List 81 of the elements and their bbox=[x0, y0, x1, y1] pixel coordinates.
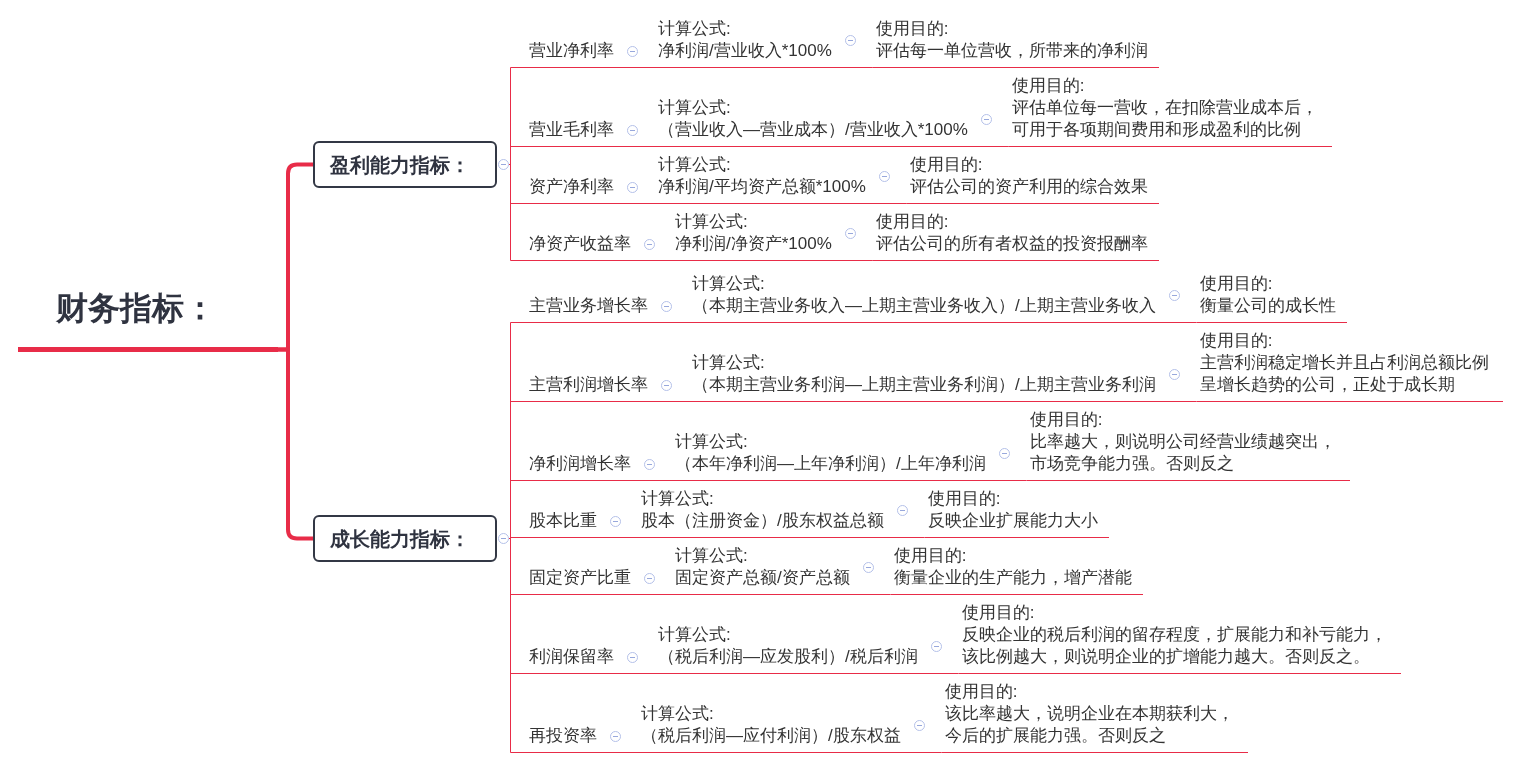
purpose-heading: 使用目的: bbox=[927, 488, 1002, 510]
indicator-name: 固定资产比重 bbox=[529, 567, 631, 589]
branch-topic: 成长能力指标： bbox=[313, 515, 497, 562]
connector-line bbox=[1158, 322, 1198, 323]
formula-heading: 计算公式: bbox=[658, 154, 732, 176]
formula-heading: 计算公式: bbox=[692, 273, 766, 295]
purpose-heading: 使用目的: bbox=[875, 211, 950, 233]
connector-line bbox=[886, 537, 926, 538]
purpose-text: 评估单位每一营收，在扣除营业成本后，可用于各项期间费用和形成盈利的比例 bbox=[1011, 97, 1319, 141]
indicator-name: 资产净利率 bbox=[529, 176, 614, 198]
indicator-name: 营业毛利率 bbox=[529, 119, 614, 141]
connector-line bbox=[633, 260, 673, 261]
purpose-text: 评估公司的资产利用的综合效果 bbox=[909, 176, 1148, 198]
purpose-heading: 使用目的: bbox=[893, 545, 968, 567]
connector-line bbox=[616, 203, 656, 204]
connector-line bbox=[988, 480, 1028, 481]
purpose-text: 评估公司的所有者权益的投资报酬率 bbox=[875, 233, 1148, 255]
connector-line bbox=[970, 146, 1010, 147]
formula-text: 净利润/平均资产总额*100% bbox=[658, 176, 866, 198]
purpose-heading: 使用目的: bbox=[1011, 75, 1086, 97]
purpose-heading: 使用目的: bbox=[1199, 330, 1274, 352]
formula-text: （营业收入—营业成本）/营业收入*100% bbox=[658, 119, 968, 141]
connector-line bbox=[633, 594, 673, 595]
formula-text: （税后利润—应发股利）/税后利润 bbox=[658, 646, 918, 668]
formula-text: 固定资产总额/资产总额 bbox=[675, 567, 850, 589]
purpose-heading: 使用目的: bbox=[909, 154, 984, 176]
formula-heading: 计算公式: bbox=[658, 18, 732, 40]
formula-text: （本年净利润—上年净利润）/上年净利润 bbox=[675, 453, 986, 475]
purpose-text: 比率越大，则说明公司经营业绩越突出，市场竞争能力强。否则反之 bbox=[1029, 431, 1337, 475]
connector-line bbox=[650, 322, 690, 323]
purpose-heading: 使用目的: bbox=[944, 681, 1019, 703]
purpose-text: 评估每一单位营收，所带来的净利润 bbox=[875, 40, 1148, 62]
formula-heading: 计算公式: bbox=[658, 97, 732, 119]
indicator-name: 净利润增长率 bbox=[529, 453, 631, 475]
purpose-text: 该比率越大，说明企业在本期获利大，今后的扩展能力强。否则反之 bbox=[944, 703, 1235, 747]
central-topic: 财务指标： bbox=[18, 288, 278, 352]
connector-line bbox=[616, 67, 656, 68]
formula-text: （本期主营业务收入—上期主营业务收入）/上期主营业务收入 bbox=[692, 295, 1156, 317]
purpose-heading: 使用目的: bbox=[961, 602, 1036, 624]
formula-text: 净利润/营业收入*100% bbox=[658, 40, 832, 62]
formula-text: 股本（注册资金）/股东权益总额 bbox=[641, 510, 884, 532]
connector-line bbox=[1158, 401, 1198, 402]
formula-heading: 计算公式: bbox=[641, 703, 715, 725]
purpose-heading: 使用目的: bbox=[1199, 273, 1274, 295]
connector-line bbox=[834, 260, 874, 261]
purpose-heading: 使用目的: bbox=[875, 18, 950, 40]
formula-heading: 计算公式: bbox=[675, 211, 749, 233]
formula-heading: 计算公式: bbox=[641, 488, 715, 510]
connector-line bbox=[650, 401, 690, 402]
formula-text: （本期主营业务利润—上期主营业务利润）/上期主营业务利润 bbox=[692, 374, 1156, 396]
connector-line bbox=[616, 673, 656, 674]
indicator-name: 再投资率 bbox=[529, 725, 597, 747]
indicator-name: 主营业务增长率 bbox=[529, 295, 648, 317]
connector-line bbox=[633, 480, 673, 481]
formula-heading: 计算公式: bbox=[675, 545, 749, 567]
connector-line bbox=[599, 752, 639, 753]
indicator-name: 营业净利率 bbox=[529, 40, 614, 62]
indicator-name: 净资产收益率 bbox=[529, 233, 631, 255]
branch-topic: 盈利能力指标： bbox=[313, 141, 497, 188]
connector-line bbox=[599, 537, 639, 538]
purpose-text: 衡量企业的生产能力，增产潜能 bbox=[893, 567, 1132, 589]
indicator-name: 利润保留率 bbox=[529, 646, 614, 668]
purpose-text: 衡量公司的成长性 bbox=[1199, 295, 1336, 317]
purpose-text: 主营利润稳定增长并且占利润总额比例呈增长趋势的公司，正处于成长期 bbox=[1199, 352, 1490, 396]
purpose-text: 反映企业的税后利润的留存程度，扩展能力和补亏能力，该比例越大，则说明企业的扩增能力越大。否则反之。 bbox=[961, 624, 1388, 668]
connector-line bbox=[834, 67, 874, 68]
indicator-name: 主营利润增长率 bbox=[529, 374, 648, 396]
purpose-text: 反映企业扩展能力大小 bbox=[927, 510, 1098, 532]
connector-line bbox=[903, 752, 943, 753]
formula-heading: 计算公式: bbox=[675, 431, 749, 453]
formula-text: 净利润/净资产*100% bbox=[675, 233, 832, 255]
indicator-name: 股本比重 bbox=[529, 510, 597, 532]
formula-text: （税后利润—应付利润）/股东权益 bbox=[641, 725, 901, 747]
connector-line bbox=[616, 146, 656, 147]
connector-line bbox=[920, 673, 960, 674]
connector-line bbox=[852, 594, 892, 595]
connector-line bbox=[508, 537, 517, 539]
formula-heading: 计算公式: bbox=[658, 624, 732, 646]
connector-line bbox=[868, 203, 908, 204]
formula-heading: 计算公式: bbox=[692, 352, 766, 374]
purpose-heading: 使用目的: bbox=[1029, 409, 1104, 431]
